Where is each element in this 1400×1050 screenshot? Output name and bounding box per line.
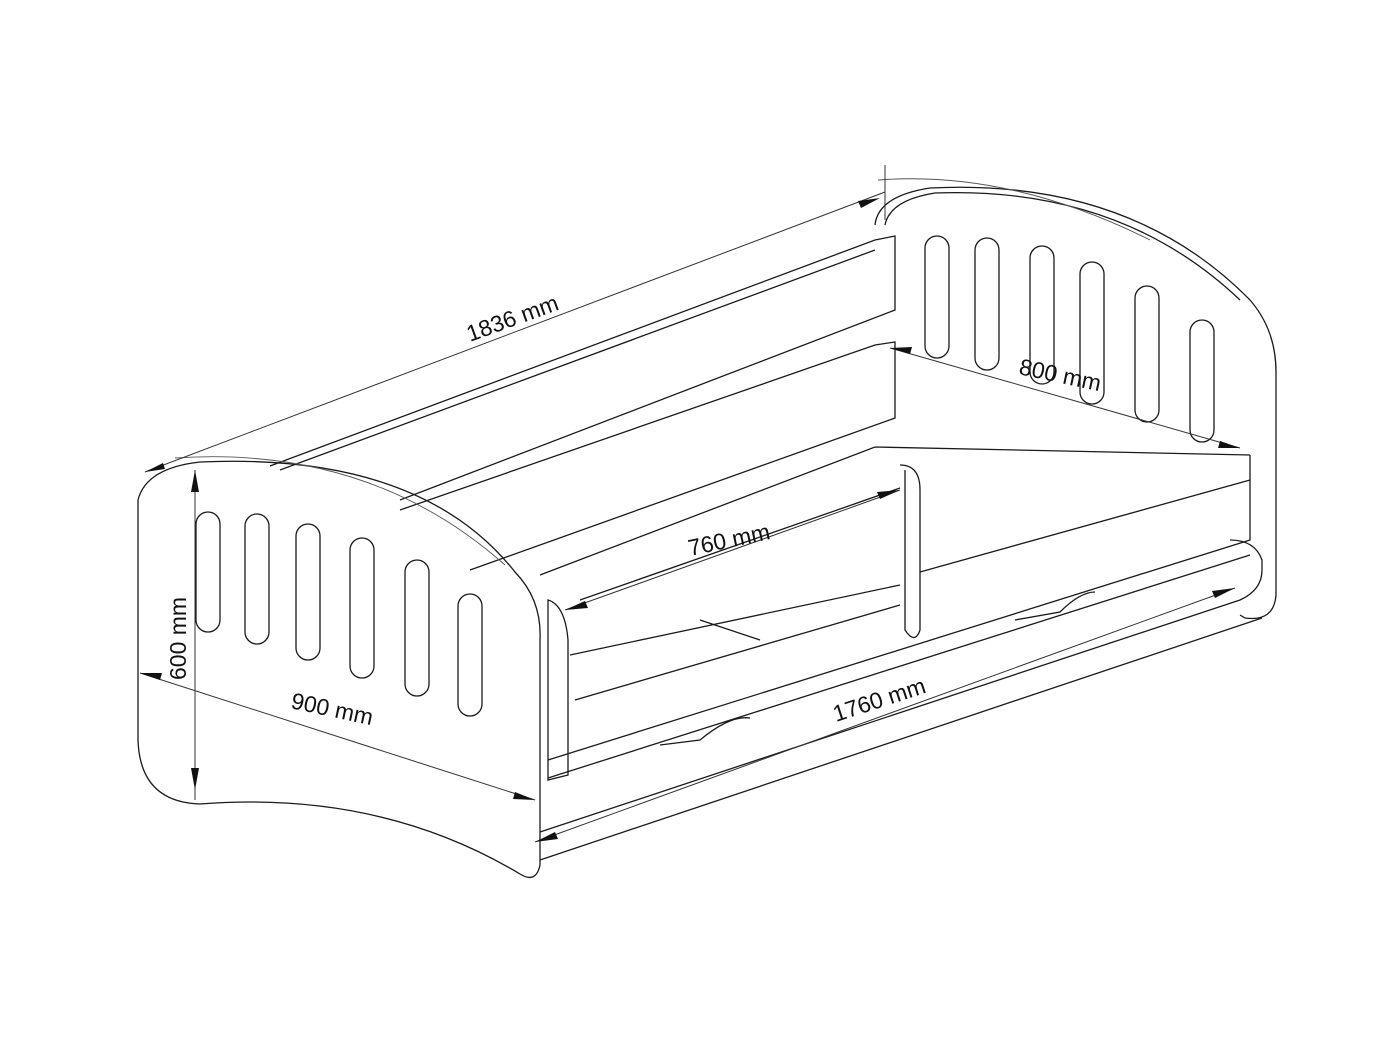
back-rails — [269, 235, 896, 571]
front-footboard — [137, 456, 541, 879]
dim-600-label: 600 mm — [165, 597, 191, 680]
dim-800-label: 800 mm — [1017, 353, 1104, 396]
dim-760-label: 760 mm — [686, 518, 773, 561]
front-slots — [195, 511, 483, 717]
dim-1836-label: 1836 mm — [463, 289, 562, 346]
frame — [539, 446, 1251, 781]
drawer — [539, 539, 1263, 861]
dimension-lines — [139, 165, 1241, 843]
dim-900-label: 900 mm — [289, 687, 376, 730]
dim-1760-label: 1760 mm — [830, 672, 929, 726]
back-headboard — [874, 178, 1277, 620]
back-slots — [924, 235, 1215, 443]
